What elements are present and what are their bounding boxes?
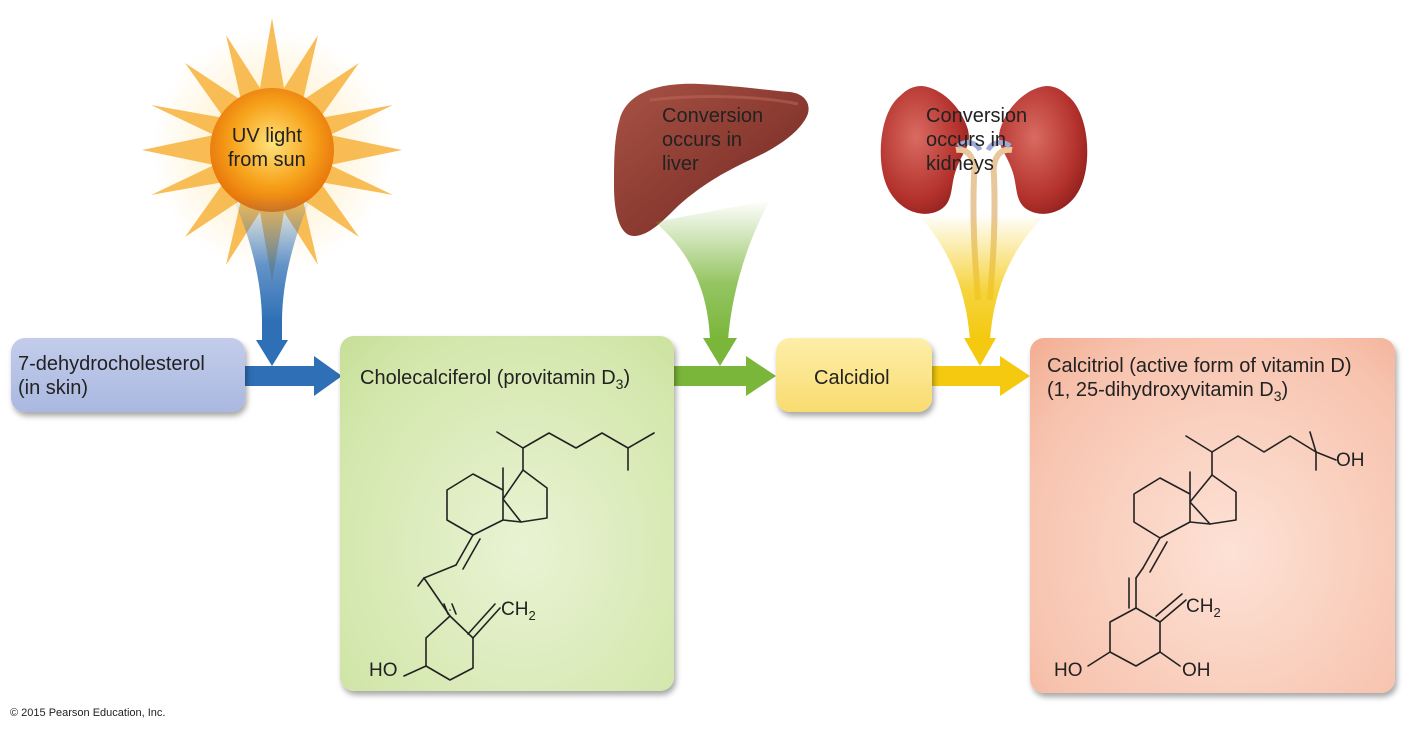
calcidiol-label: Calcidiol <box>814 367 890 389</box>
cholecalciferol-label: Cholecalciferol (provitamin D3) <box>360 366 630 396</box>
cholecalciferol-text: Cholecalciferol (provitamin D <box>360 367 616 389</box>
calcitriol-oh-label: OH <box>1182 660 1211 681</box>
chole-ch2-label: CH2 <box>501 599 536 623</box>
calcitriol-close: ) <box>1281 379 1289 401</box>
calcitriol-box <box>1030 338 1395 693</box>
liver-label-line3: liver <box>662 153 699 175</box>
calcitriol-line1: Calcitriol (active form of vitamin D) <box>1047 355 1352 377</box>
cholecalciferol-box <box>340 336 674 691</box>
arrow-calcidiol-to-calcitriol <box>932 356 1030 396</box>
liver-beam-arrow <box>655 200 770 366</box>
dehydrocholesterol-label: 7-dehydrocholesterol (in skin) <box>18 352 205 400</box>
calcitriol-sub: 3 <box>1273 388 1282 404</box>
calcitriol-line2: (1, 25-dihydroxyvitamin D3) <box>1047 378 1352 408</box>
dehydrocholesterol-box <box>11 338 245 412</box>
calcitriol-side-oh-label: OH <box>1336 450 1365 471</box>
arrow-chole-to-calcidiol <box>674 356 776 396</box>
sun-icon <box>142 18 402 282</box>
dehydrocholesterol-line2: (in skin) <box>18 377 89 399</box>
calcitriol-structure: OH CH2 HO OH <box>1054 431 1365 681</box>
calcitriol-ho-label: HO <box>1054 660 1083 681</box>
liver-label-line1: Conversion <box>662 105 764 127</box>
sun-label: UV light from sun <box>228 124 306 172</box>
uv-beam-arrow <box>232 196 312 366</box>
copyright: © 2015 Pearson Education, Inc. <box>10 707 166 719</box>
arrow-dehydro-to-chole <box>245 356 342 396</box>
sun-label-line1: UV light <box>231 125 302 147</box>
chole-ho-label: HO <box>369 660 398 681</box>
cholecalciferol-sub: 3 <box>615 376 624 392</box>
calcitriol-ch2-label: CH2 <box>1186 596 1221 620</box>
liver-label-line2: occurs in <box>662 129 743 151</box>
cholecalciferol-structure: CH2 HO <box>369 431 655 681</box>
kidneys-label: Conversion occurs in kidneys <box>926 104 1027 176</box>
cholecalciferol-close: ) <box>623 367 631 389</box>
liver-icon <box>614 83 809 237</box>
kidney-beam-arrow <box>918 214 1046 366</box>
liver-label: Conversion occurs in liver <box>662 104 763 176</box>
calcidiol-box <box>776 338 932 412</box>
kidneys-label-line1: Conversion <box>926 105 1028 127</box>
calcitriol-line2-text: (1, 25-dihydroxyvitamin D <box>1047 379 1274 401</box>
calcitriol-label: Calcitriol (active form of vitamin D) (1… <box>1047 354 1352 408</box>
kidneys-label-line3: kidneys <box>926 153 994 175</box>
dehydrocholesterol-line1: 7-dehydrocholesterol <box>18 353 205 375</box>
kidneys-label-line2: occurs in <box>926 129 1007 151</box>
sun-label-line2: from sun <box>228 149 306 171</box>
